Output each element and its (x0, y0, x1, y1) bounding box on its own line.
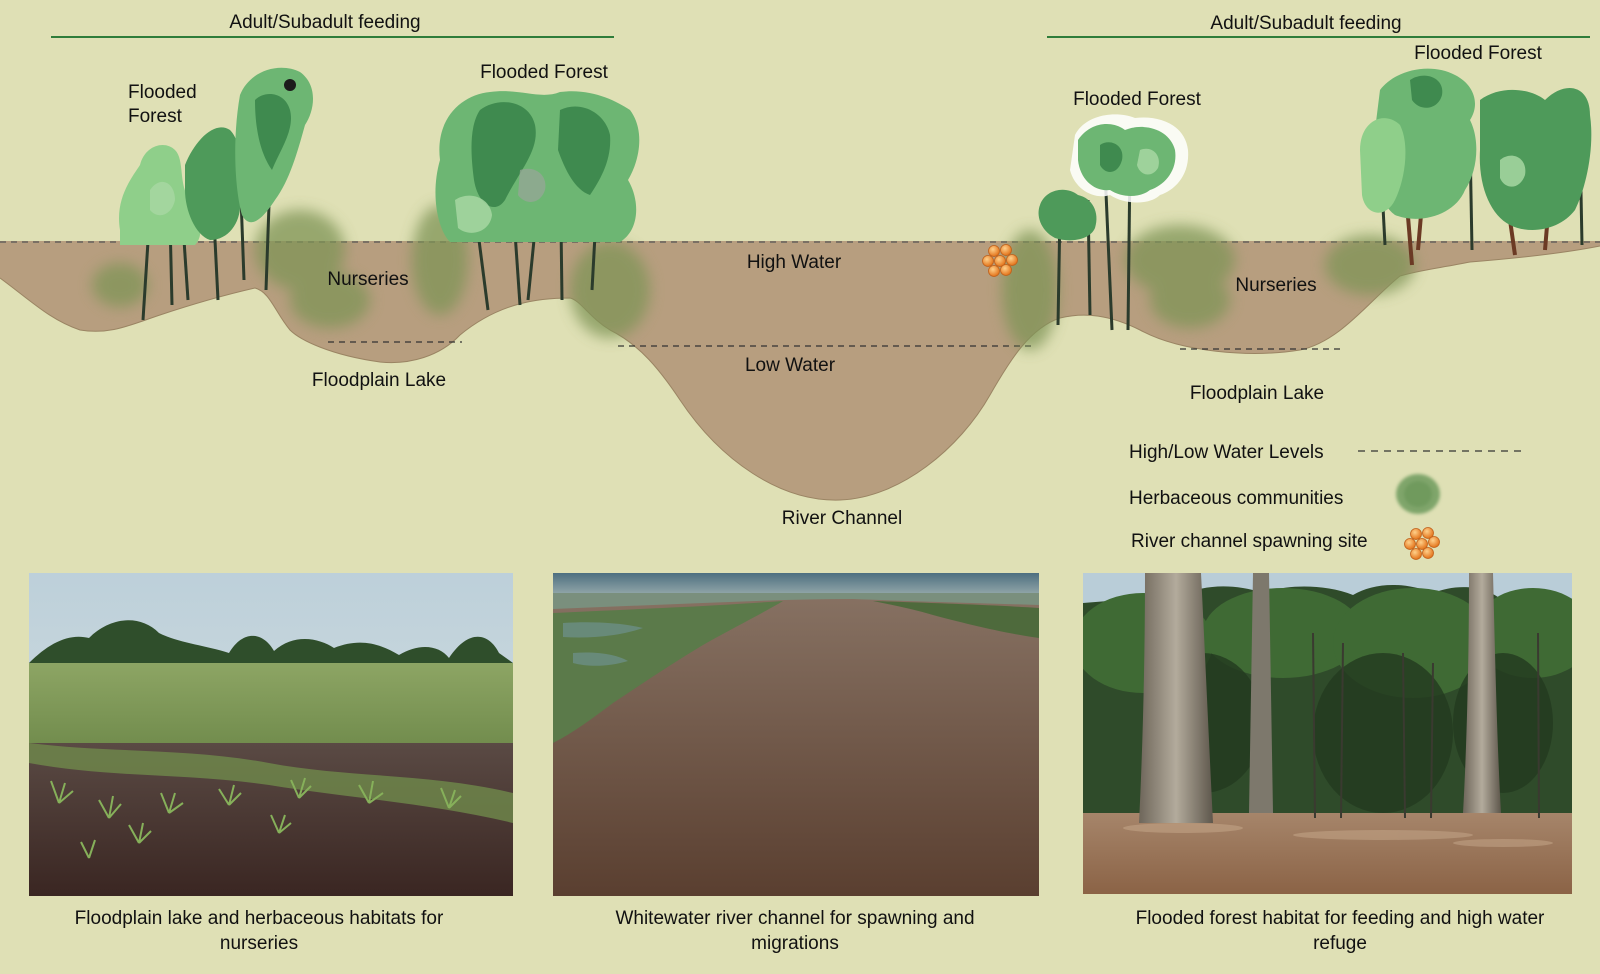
feeding-label-left: Adult/Subadult feeding (229, 11, 420, 35)
photo-floodplain-lake (29, 573, 513, 896)
legend-herbaceous-symbol (1396, 474, 1440, 514)
legend-spawning-symbol (1405, 528, 1440, 560)
caption-flooded-forest: Flooded forest habitat for feeding and h… (1130, 906, 1550, 956)
flooded-forest-label-4: Flooded Forest (1414, 42, 1542, 66)
low-water-label: Low Water (745, 354, 835, 378)
photo-flooded-forest (1083, 573, 1572, 894)
flooded-forest-label-3: Flooded Forest (1073, 88, 1201, 112)
high-water-label: High Water (747, 251, 841, 275)
nurseries-label-left: Nurseries (327, 268, 408, 292)
floodplain-lake-label-right: Floodplain Lake (1190, 382, 1324, 406)
photo-river-channel (553, 573, 1039, 896)
legend-spawning-label: River channel spawning site (1131, 530, 1368, 554)
flooded-forest-label-2: Flooded Forest (480, 61, 608, 85)
caption-river-channel: Whitewater river channel for spawning an… (585, 906, 1005, 956)
legend-herbaceous-label: Herbaceous communities (1129, 487, 1343, 511)
cross-section-illustration (0, 0, 1600, 560)
nurseries-label-right: Nurseries (1235, 274, 1316, 298)
floodplain-lake-label-left: Floodplain Lake (312, 369, 446, 393)
legend-water-levels-label: High/Low Water Levels (1129, 441, 1324, 465)
flooded-forest-label-1: Flooded Forest (128, 81, 197, 129)
feeding-label-right: Adult/Subadult feeding (1210, 12, 1401, 36)
flooded-forest-trees-4 (1360, 69, 1591, 265)
river-channel-label: River Channel (782, 507, 902, 531)
caption-floodplain-lake: Floodplain lake and herbaceous habitats … (44, 906, 474, 956)
